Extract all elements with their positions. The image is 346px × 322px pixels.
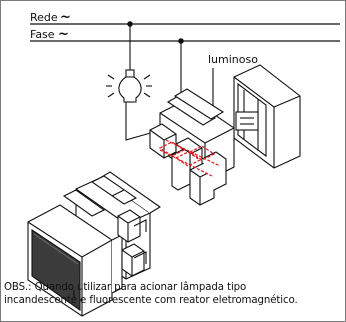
terminal-highlight — [158, 139, 221, 177]
note-line-1: OBS.: Quando utilizar para acionar lâmpa… — [4, 282, 247, 293]
luminoso-label: luminoso — [208, 53, 258, 66]
fase-label: Fase — [30, 28, 55, 41]
observation-note: OBS.: Quando utilizar para acionar lâmpa… — [4, 281, 344, 307]
front-switch-module — [27, 171, 162, 317]
fase-tilde: ~ — [58, 27, 69, 42]
note-line-2: incandescente e fluorescente com reator … — [4, 295, 298, 306]
rede-tilde: ~ — [60, 10, 71, 25]
lamp-icon — [106, 69, 152, 103]
rear-switch-module — [149, 64, 301, 206]
rede-label: Rede — [30, 11, 58, 24]
